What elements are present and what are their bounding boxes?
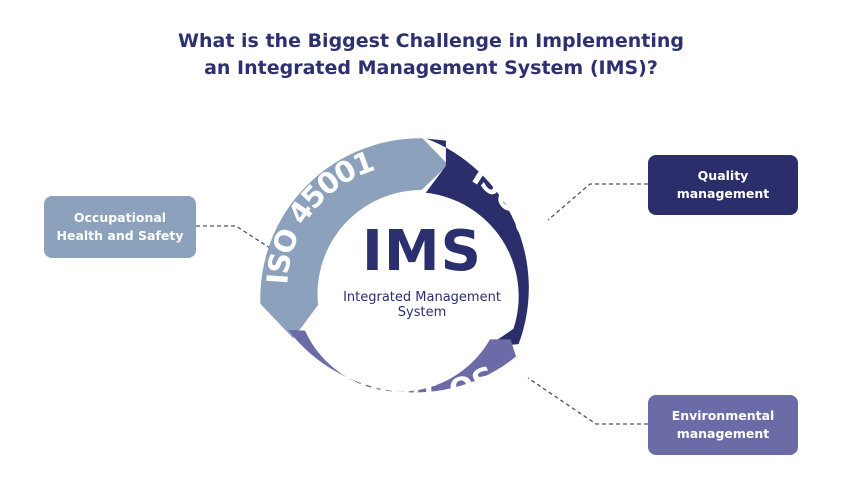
ims-subtitle-line-2: System [397,305,447,320]
callout-ohs-line-2: Health and Safety [56,228,184,243]
title-line-1: What is the Biggest Challenge in Impleme… [178,30,684,52]
ims-acronym: IMS [362,219,482,284]
connector-environmental [527,377,648,425]
callout-quality-line-1: Quality [697,168,749,183]
page-title: What is the Biggest Challenge in Impleme… [0,28,862,82]
ims-subtitle-line-1: Integrated Management [343,290,501,305]
callout-quality-management: Quality management [648,155,798,215]
title-line-2: an Integrated Management System (IMS)? [204,57,658,79]
callout-env-line-2: management [676,426,770,441]
segment-iso-45001 [260,138,449,339]
callout-occupational-health-safety: Occupational Health and Safety [44,196,196,258]
callout-env-line-1: Environmental [671,408,775,423]
callout-environmental-management: Environmental management [648,395,798,455]
segment-iso-14001 [288,330,516,393]
callout-quality-line-2: management [676,186,770,201]
connectors [196,183,648,425]
ims-subtitle: Integrated Management System [297,290,547,320]
segment-iso-9001 [425,138,529,348]
callout-ohs-line-1: Occupational [73,210,167,225]
connector-ohs [196,225,271,249]
connector-quality [547,183,648,221]
